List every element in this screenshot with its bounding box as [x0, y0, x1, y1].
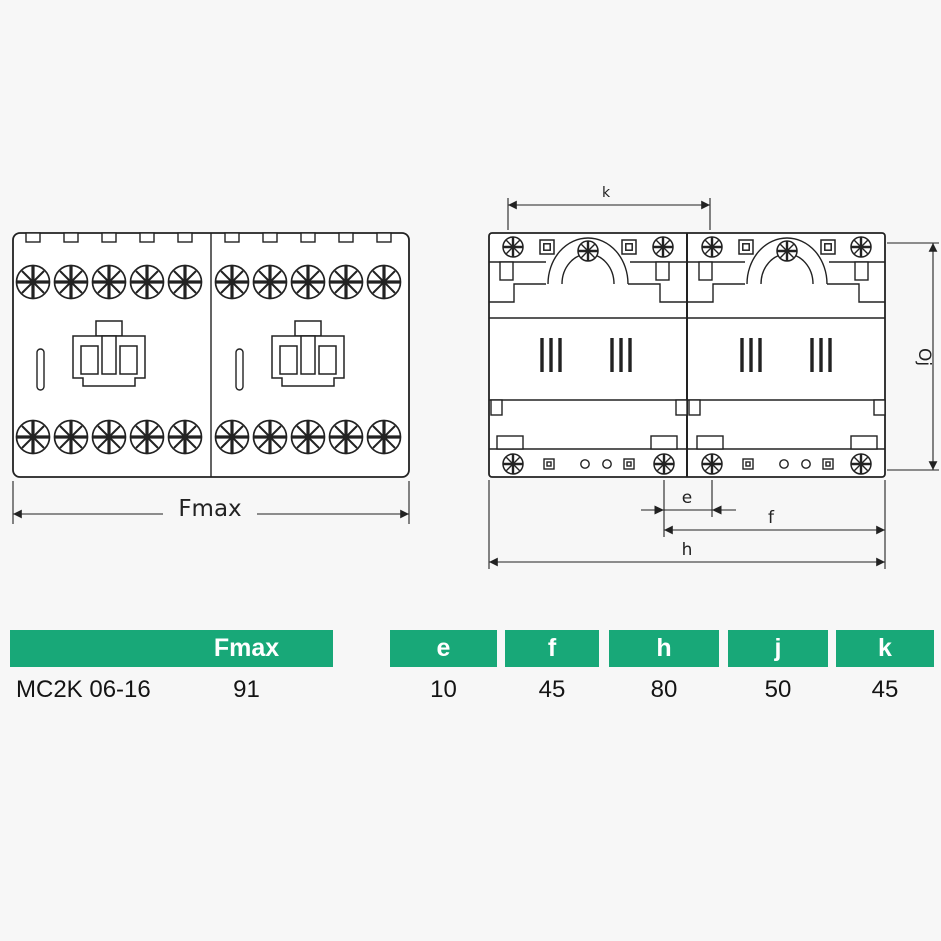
cell-j: 50 [764, 676, 792, 703]
side-clips [490, 399, 886, 450]
side-profile [489, 237, 885, 303]
front-view-drawing: Fmax [12, 232, 410, 524]
side-dimension-f: f [664, 480, 886, 537]
cell-h: 80 [650, 676, 678, 703]
cell-gap [333, 667, 390, 713]
side-dimension-h: h [488, 480, 886, 569]
header-gap [333, 630, 390, 667]
dimension-label-e: e [682, 488, 692, 508]
cell-fmax: 91 [233, 676, 260, 703]
vent-slots [540, 338, 832, 372]
technical-drawings: Fmax [12, 185, 939, 569]
side-view-drawing: k Oj e f h [488, 185, 939, 569]
header-e: e [390, 630, 497, 667]
header-model [10, 630, 160, 667]
header-fmax: Fmax [160, 630, 333, 667]
cell-e: 10 [430, 676, 457, 703]
header-j: j [728, 630, 828, 667]
header-f: f [505, 630, 599, 667]
front-dimension-fmax: Fmax [12, 481, 410, 524]
front-side-slots [36, 348, 244, 391]
header-k: k [836, 630, 934, 667]
dimension-label-f: f [768, 508, 775, 528]
cell-k: 45 [871, 676, 899, 703]
front-dimension-label: Fmax [178, 496, 241, 522]
front-top-notches [25, 232, 392, 243]
side-bottom-hardware [501, 452, 873, 476]
side-dimension-oj: Oj [887, 242, 939, 471]
dimension-label-k: k [602, 185, 611, 201]
cell-f: 45 [538, 676, 566, 703]
dimension-table: Fmax e f h j k MC2K 06-16 91 10 45 80 50… [10, 630, 934, 713]
side-dimension-k: k [507, 185, 711, 230]
side-dimension-e: e [641, 480, 736, 537]
table-data-row: MC2K 06-16 91 10 45 80 50 45 [10, 667, 934, 713]
dimension-label-oj: Oj [914, 348, 934, 366]
dimension-label-h: h [682, 540, 693, 560]
table-header-row: Fmax e f h j k [10, 630, 934, 667]
header-h: h [609, 630, 719, 667]
cell-model: MC2K 06-16 [16, 676, 151, 703]
